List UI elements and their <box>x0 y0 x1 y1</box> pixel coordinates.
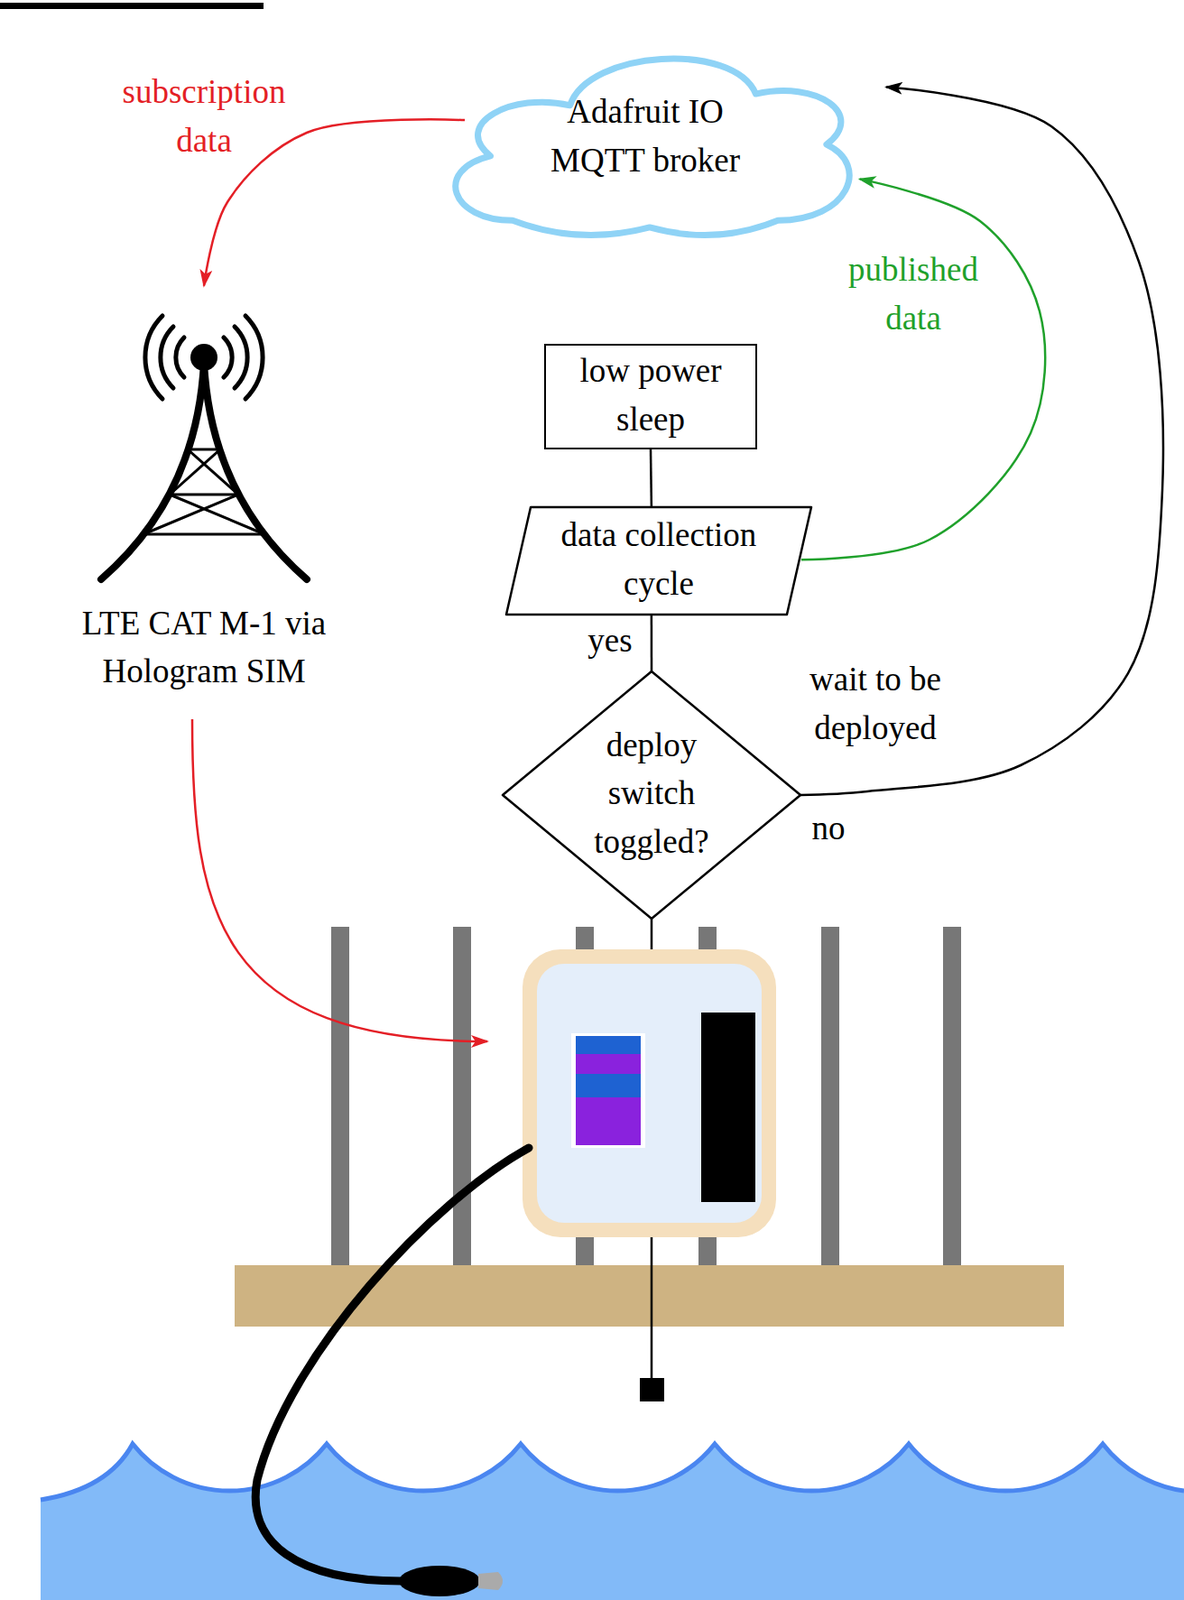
edge-label: subscription data <box>100 67 308 165</box>
tower-bracing <box>143 449 265 535</box>
node-text: deploy switch toggled? <box>583 721 720 870</box>
switch-weight <box>639 1378 665 1402</box>
modem-board <box>701 1012 756 1203</box>
process-box: low power sleep <box>544 343 758 450</box>
node-text: low power sleep <box>555 346 746 447</box>
downlink-arrow <box>192 719 488 1042</box>
battery <box>571 1033 646 1148</box>
flow-connector <box>203 119 465 286</box>
sensor-probe <box>398 1565 481 1597</box>
sensor-tip <box>478 1572 503 1591</box>
wave-line <box>40 1443 1184 1500</box>
node-text: Adafruit IO MQTT broker <box>536 87 754 188</box>
title-rule <box>0 2 264 10</box>
cloud-broker: Adafruit IO MQTT broker <box>424 22 867 253</box>
cell-tower: LTE CAT M-1 via Hologram SIM <box>63 297 345 700</box>
decision-diamond-shape <box>502 671 801 919</box>
cloud-broker-shape <box>455 58 850 235</box>
edge-label: published data <box>823 245 1004 343</box>
node-text: data collection cycle <box>545 510 772 611</box>
edge-label: wait to be deployed <box>798 655 953 752</box>
branch-label: no <box>801 804 856 853</box>
node-text: LTE CAT M-1 via Hologram SIM <box>64 599 344 700</box>
flow-connector <box>801 178 1046 560</box>
tower-legs <box>101 362 307 580</box>
cloud-broker-outline <box>424 22 867 253</box>
water <box>40 1443 1184 1600</box>
edge-label: yes <box>573 616 647 666</box>
flow-connector <box>649 449 653 508</box>
fence-posts <box>331 926 962 1266</box>
io-parallelogram: data collection cycle <box>506 507 812 615</box>
tower-icon <box>101 315 307 580</box>
sensor-cable <box>255 1147 529 1582</box>
io-parallelogram-shape <box>506 507 812 615</box>
flow-connector <box>650 614 654 672</box>
decision-diamond: deploy switch toggled? <box>502 671 801 919</box>
device-enclosure <box>522 949 777 1238</box>
